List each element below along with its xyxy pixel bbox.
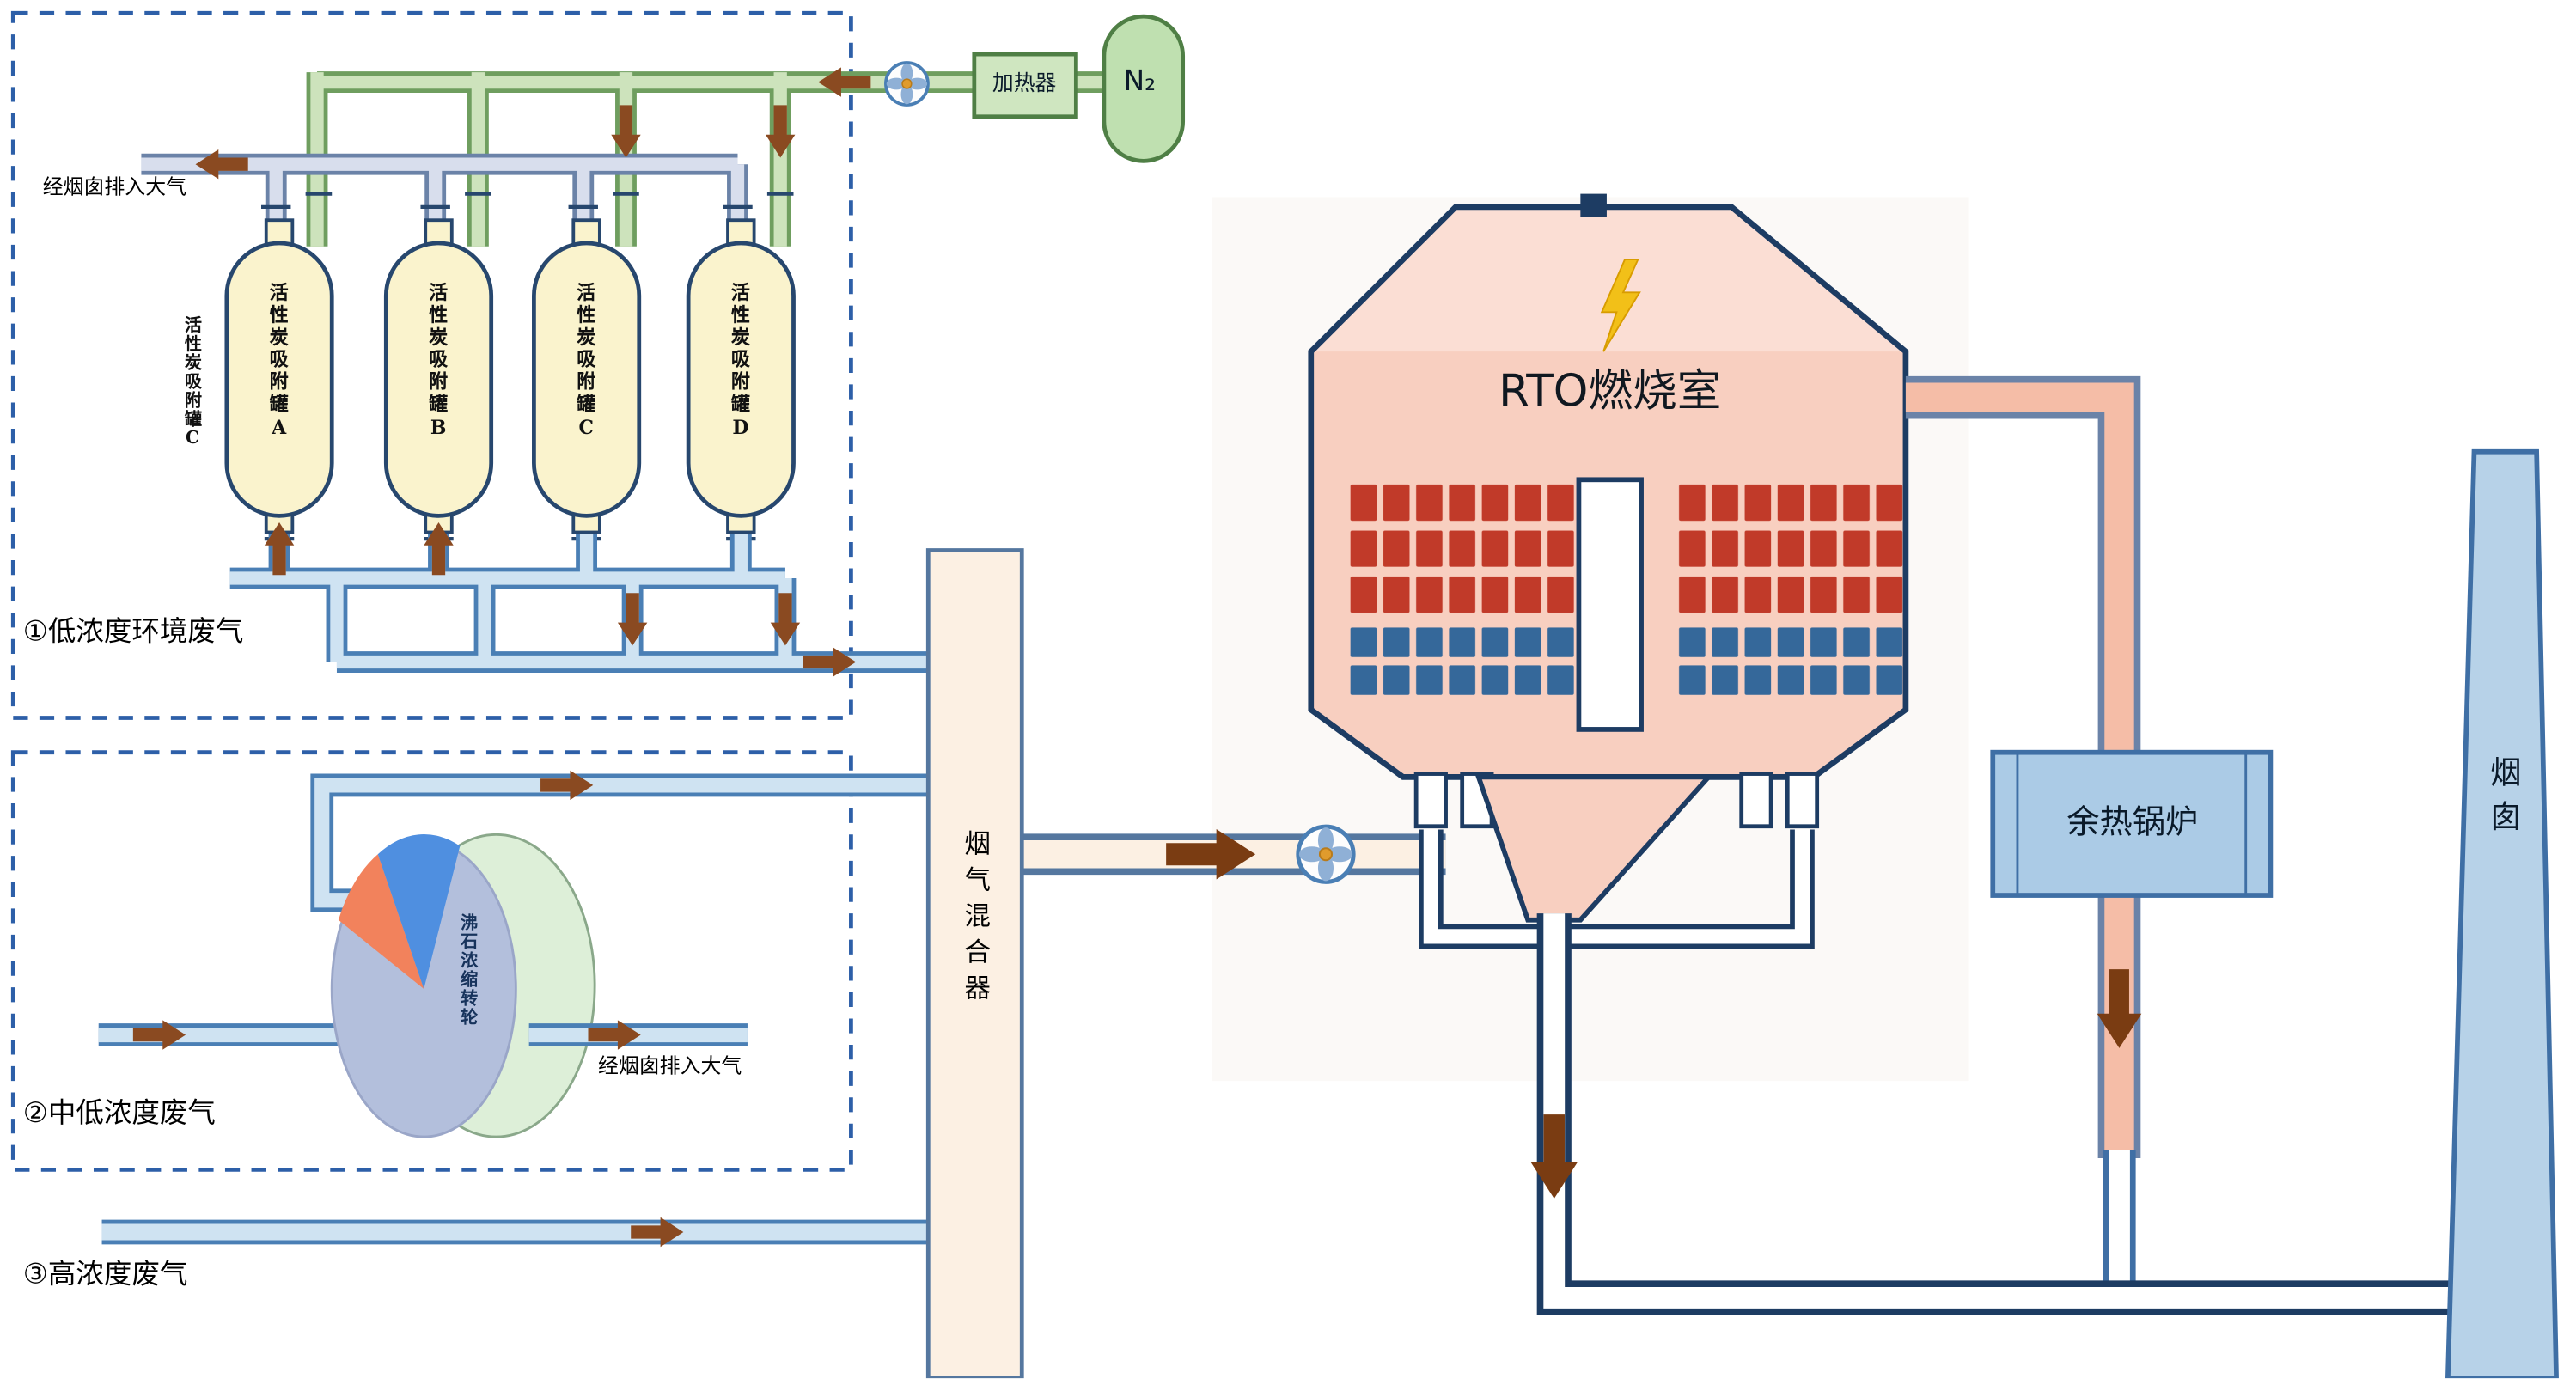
rto-outlet-pipe bbox=[1536, 913, 2464, 1315]
label-exhaust-to-atmosphere-top: 经烟囱排入大气 bbox=[42, 174, 187, 199]
ceramic-bed-red-left bbox=[1346, 479, 1578, 618]
adsorption-tanks bbox=[224, 218, 796, 534]
adsorption-tank-c bbox=[532, 241, 642, 518]
heater bbox=[972, 52, 1078, 119]
mid-concentration-section-border bbox=[10, 750, 853, 1172]
rto-bottom-funnel bbox=[1474, 774, 1714, 923]
n2-tank bbox=[1102, 14, 1186, 163]
wheel-cooling-sector bbox=[377, 833, 461, 990]
label-tank-side: 活性炭吸附罐C bbox=[182, 315, 203, 450]
ceramic-bed-blue-right bbox=[1676, 624, 1906, 700]
label-exhaust-to-atmosphere-mid: 经烟囱排入大气 bbox=[597, 1053, 742, 1078]
label-tank-a: 活性炭吸附罐A bbox=[267, 282, 291, 442]
label-high-concentration-stream: ③高浓度废气 bbox=[22, 1258, 188, 1291]
ceramic-bed-blue-left bbox=[1346, 624, 1578, 700]
waste-heat-boiler bbox=[1990, 749, 2274, 898]
rto-chamber bbox=[1308, 193, 1909, 949]
rto-center-channel bbox=[1576, 477, 1644, 732]
label-zeolite-wheel: 沸石浓缩转轮 bbox=[458, 913, 479, 1027]
ceramic-bed-red-right bbox=[1676, 479, 1906, 618]
rto-bottom-loop-pipe bbox=[1419, 829, 1815, 949]
n2-fan-icon bbox=[884, 61, 930, 107]
mixed-gas-fan-icon bbox=[1298, 827, 1353, 882]
label-waste-heat-boiler: 余热锅炉 bbox=[2066, 802, 2199, 841]
zeolite-wheel bbox=[330, 833, 596, 1138]
hot-gas-pipe bbox=[1905, 375, 2141, 1158]
label-chimney: 烟囱 bbox=[2485, 755, 2522, 845]
rto-roof bbox=[1310, 206, 1906, 352]
low-concentration-pipe-network bbox=[229, 512, 937, 673]
flue-gas-mixer bbox=[925, 548, 1024, 1379]
label-n2: N₂ bbox=[1123, 65, 1157, 99]
label-flue-gas-mixer: 烟气混合器 bbox=[959, 829, 991, 1010]
rto-top-port bbox=[1580, 193, 1607, 217]
label-tank-b: 活性炭吸附罐B bbox=[426, 282, 450, 442]
burner-flame-icon bbox=[1600, 259, 1641, 352]
chimney bbox=[2445, 448, 2559, 1379]
adsorption-tank-a bbox=[224, 241, 334, 518]
label-low-concentration-stream: ①低浓度环境废气 bbox=[22, 616, 244, 650]
label-rto-chamber: RTO燃烧室 bbox=[1499, 366, 1722, 418]
label-mid-concentration-stream: ②中低浓度废气 bbox=[22, 1097, 216, 1131]
adsorption-tank-b bbox=[383, 241, 494, 518]
tank-neck-fittings bbox=[264, 218, 756, 534]
label-tank-d: 活性炭吸附罐D bbox=[729, 282, 753, 442]
label-heater: 加热器 bbox=[992, 72, 1057, 97]
label-tank-c: 活性炭吸附罐C bbox=[574, 282, 598, 442]
low-concentration-section-border bbox=[10, 10, 853, 720]
exhaust-header-pipe bbox=[141, 153, 748, 224]
wheel-desorption-sector bbox=[338, 854, 424, 990]
adsorption-tank-d bbox=[686, 241, 796, 518]
